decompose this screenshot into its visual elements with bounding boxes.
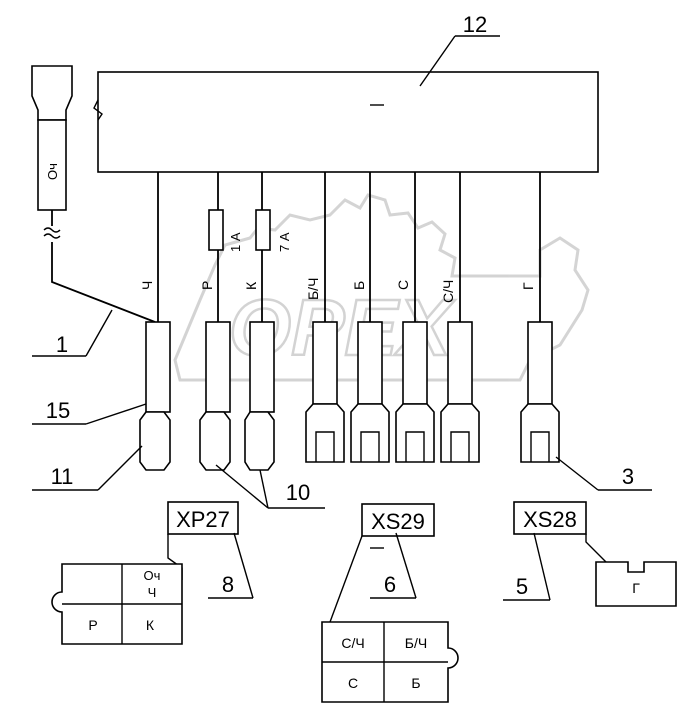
callout-11-leader (97, 445, 143, 491)
callout-11: 11 (51, 464, 74, 489)
xp27-cell-k: К (146, 617, 155, 633)
xs29-cell-bch: Б/Ч (405, 635, 427, 651)
sleeve-sch (447, 321, 473, 405)
flat-g-slot (530, 431, 550, 462)
callout-5-leader (533, 532, 551, 601)
fuse-1a-label: 1 А (228, 232, 243, 252)
callout-12: 12 (463, 12, 487, 37)
flat-b-slot (360, 431, 380, 462)
xs28-cell-g: Г (632, 580, 640, 596)
pin-r (199, 411, 231, 471)
xs28-label-box (513, 501, 587, 535)
xs29-label-box (361, 503, 435, 537)
wire-label-sch: С/Ч (440, 280, 456, 303)
flat-s (395, 403, 435, 463)
callout-1: 1 (56, 332, 68, 357)
watermark-gear-icon (173, 193, 590, 382)
plug-wire (51, 242, 156, 323)
pin-ch (139, 411, 171, 471)
xs29-label: XS29 (371, 509, 425, 534)
callout-10-leader-b (259, 469, 269, 509)
wire-label-b: Б (351, 281, 367, 290)
wire-label-och: Оч (45, 163, 60, 180)
xp27-label-box (167, 501, 239, 535)
callout-12-leader (419, 35, 456, 87)
wire-label-bch: Б/Ч (305, 278, 321, 300)
xs29-cell-s: С (348, 675, 358, 691)
xp27-cell-r: Р (88, 617, 97, 633)
wire-label-s: С (395, 280, 411, 290)
main-unit-break (93, 99, 103, 121)
fuse-7a (255, 209, 271, 251)
fuse-1a (208, 209, 224, 251)
xs28-leader (585, 534, 611, 567)
flat-sch (440, 403, 480, 463)
callout-15: 15 (46, 398, 70, 423)
xs29-cell-sch: С/Ч (341, 635, 364, 651)
wire-label-g: Г (520, 282, 536, 290)
main-unit (97, 71, 599, 173)
flat-b (350, 403, 390, 463)
flat-bch-slot (315, 431, 335, 462)
wire-label-ch: Ч (139, 281, 155, 290)
callout-6-leader (395, 532, 417, 599)
flat-s-slot (405, 431, 425, 462)
xp27-cell-ch: Ч (148, 585, 157, 600)
pin-k (244, 411, 275, 471)
pin-terminals (139, 411, 275, 471)
sleeve-r (205, 321, 231, 413)
callout-8: 8 (222, 572, 234, 597)
fuse-7a-label: 7 А (277, 232, 292, 252)
xs28-body (595, 561, 677, 607)
plug-body (31, 65, 73, 121)
xs29-leader (329, 535, 363, 623)
flat-g (520, 403, 560, 463)
xp27-label: XP27 (176, 507, 230, 532)
xs29-cell-b: Б (411, 675, 420, 691)
wire-break-icon (43, 227, 61, 239)
callout-5: 5 (516, 574, 528, 599)
callout-3: 3 (622, 464, 634, 489)
sleeve-s (402, 321, 428, 405)
terminal-sleeves (145, 321, 553, 413)
sleeve-g (527, 321, 553, 405)
callout-8-leader (233, 532, 254, 599)
wire-label-r: Р (199, 281, 215, 290)
xp27-cell-och: Оч (144, 568, 161, 583)
callout-10-leader-a (215, 464, 269, 509)
flat-bch (305, 403, 345, 463)
callout-6: 6 (384, 572, 396, 597)
sleeve-b (357, 321, 383, 405)
callout-1-leader (85, 309, 113, 357)
callout-3-leader (555, 456, 599, 491)
callout-10: 10 (286, 480, 310, 505)
flat-terminals (305, 403, 560, 463)
xs28-label: XS28 (523, 507, 577, 532)
flat-sch-slot (450, 431, 470, 462)
sleeve-k (249, 321, 275, 413)
callout-15-leader (85, 403, 147, 425)
sleeve-ch (145, 321, 171, 413)
wire-label-k: К (243, 281, 259, 290)
sleeve-bch (312, 321, 338, 405)
